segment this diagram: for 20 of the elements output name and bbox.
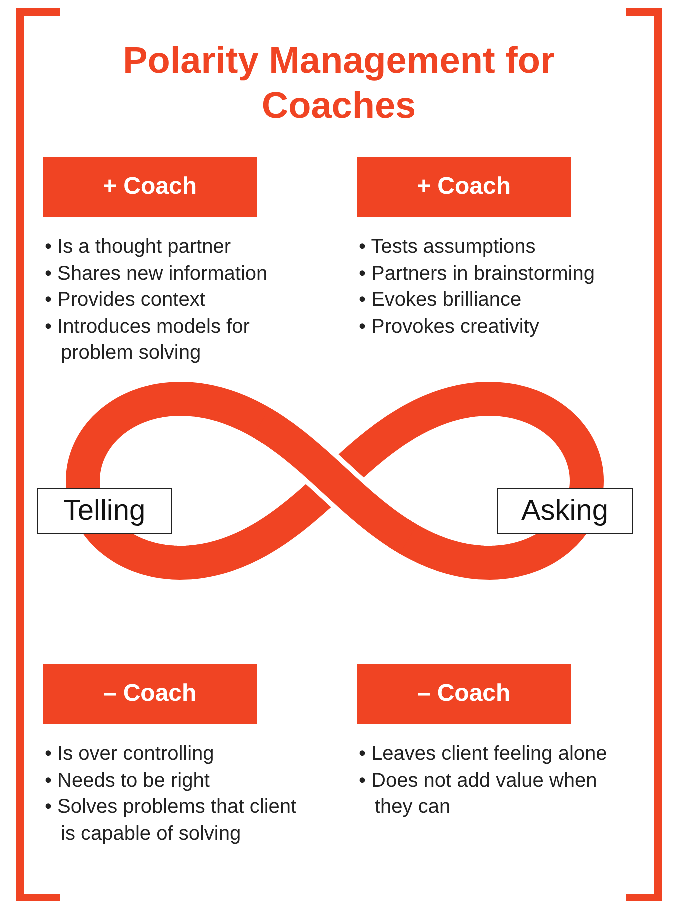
- bullet-item: • Evokes brilliance: [359, 288, 523, 313]
- pole-label: Telling: [37, 488, 172, 534]
- coach-header: – Coach: [357, 664, 571, 724]
- bullet-item: • Partners in brainstorming: [359, 262, 596, 286]
- coach-header: – Coach: [43, 664, 257, 724]
- bullet-item: • Is a thought partner: [45, 235, 232, 260]
- bullet-item: • Leaves client feeling alone: [359, 742, 608, 767]
- coach-header: + Coach: [357, 157, 571, 217]
- bullet-item: • Does not add value when they can: [359, 768, 598, 820]
- bullet-item: • Introduces models for problem solving: [45, 314, 251, 366]
- bullet-item: • Shares new information: [45, 262, 269, 286]
- bullet-item: • Solves problems that client is capable of solving: [45, 795, 298, 846]
- coach-header: + Coach: [43, 157, 257, 217]
- pole-label: Asking: [497, 488, 633, 534]
- bullet-item: • Provides context: [45, 288, 206, 313]
- bullet-item: • Provokes creativity: [359, 314, 540, 340]
- bullet-item: • Needs to be right: [45, 768, 211, 794]
- title: Polarity Management for Coaches: [122, 39, 556, 128]
- bullet-item: • Is over controlling: [45, 742, 216, 767]
- bullet-item: • Tests assumptions: [359, 235, 537, 260]
